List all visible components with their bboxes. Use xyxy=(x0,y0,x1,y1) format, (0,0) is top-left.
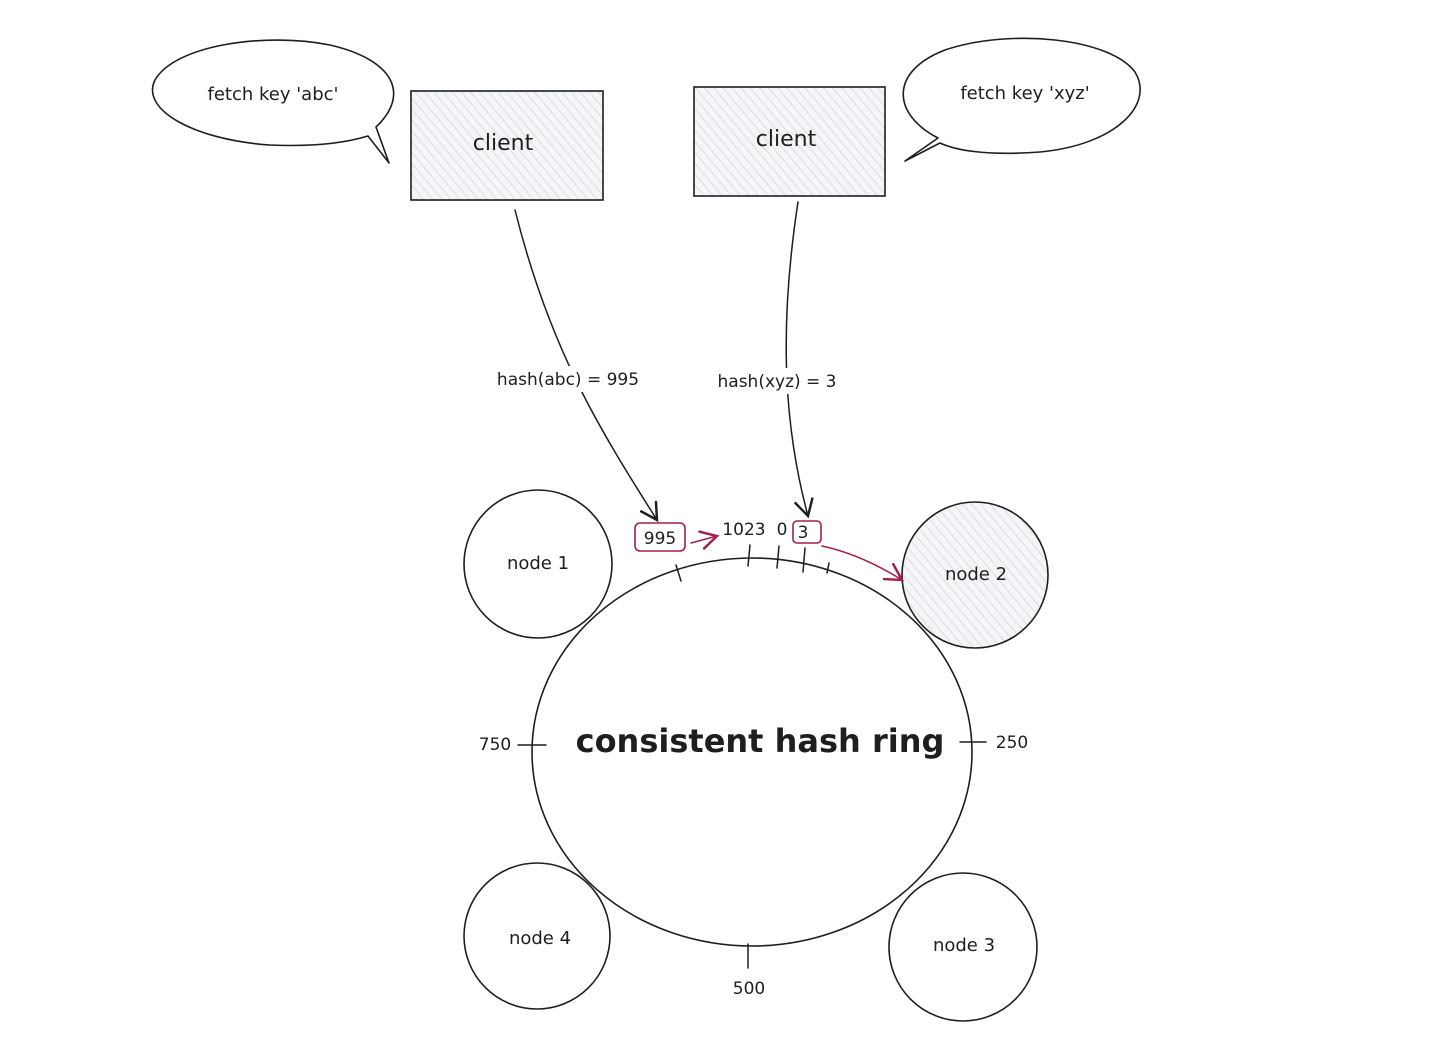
node-3-label: node 3 xyxy=(933,935,995,956)
hash-arrow-left xyxy=(514,209,659,523)
tick-label-995-box: 995 xyxy=(634,522,686,552)
speech-bubble-left: fetch key 'abc' xyxy=(151,39,395,164)
tick-0 xyxy=(776,545,780,569)
client-box-right-label: client xyxy=(756,127,817,152)
tick-label-0: 0 xyxy=(777,520,788,540)
hash-ring: consistent hash ring xyxy=(531,557,973,947)
tick-label-750: 750 xyxy=(479,735,511,755)
tick-label-3: 3 xyxy=(798,523,809,543)
node-2-label: node 2 xyxy=(945,564,1007,585)
tick-label-500: 500 xyxy=(733,979,765,999)
ring-ticks xyxy=(517,544,987,969)
node-3: node 3 xyxy=(888,872,1038,1022)
tick-label-3-box: 3 xyxy=(792,520,822,544)
hash-label-right: hash(xyz) = 3 xyxy=(718,372,837,392)
tick-label-995: 995 xyxy=(644,529,676,549)
tick-label-1023: 1023 xyxy=(722,520,765,540)
hash-label-left: hash(abc) = 995 xyxy=(497,370,639,390)
tick-extra xyxy=(826,562,830,574)
node-1: node 1 xyxy=(463,489,613,639)
lookup-arrow-995 xyxy=(690,530,720,550)
client-box-right: client xyxy=(693,86,886,197)
tick-label-250: 250 xyxy=(996,733,1028,753)
node-4-label: node 4 xyxy=(509,928,571,949)
speech-bubble-right: fetch key 'xyz' xyxy=(902,37,1141,162)
node-1-label: node 1 xyxy=(507,553,569,574)
node-4: node 4 xyxy=(463,862,611,1010)
hash-arrow-right xyxy=(785,201,814,519)
client-box-left-label: client xyxy=(473,131,534,156)
tick-1023 xyxy=(747,544,751,567)
tick-995 xyxy=(675,564,682,582)
client-box-left: client xyxy=(410,90,604,201)
node-2: node 2 xyxy=(901,501,1049,649)
speech-bubble-right-text: fetch key 'xyz' xyxy=(960,83,1089,104)
speech-bubble-left-text: fetch key 'abc' xyxy=(208,84,339,105)
lookup-arrow-3 xyxy=(821,545,905,582)
hash-ring-title: consistent hash ring xyxy=(576,722,945,760)
tick-3 xyxy=(802,547,806,573)
